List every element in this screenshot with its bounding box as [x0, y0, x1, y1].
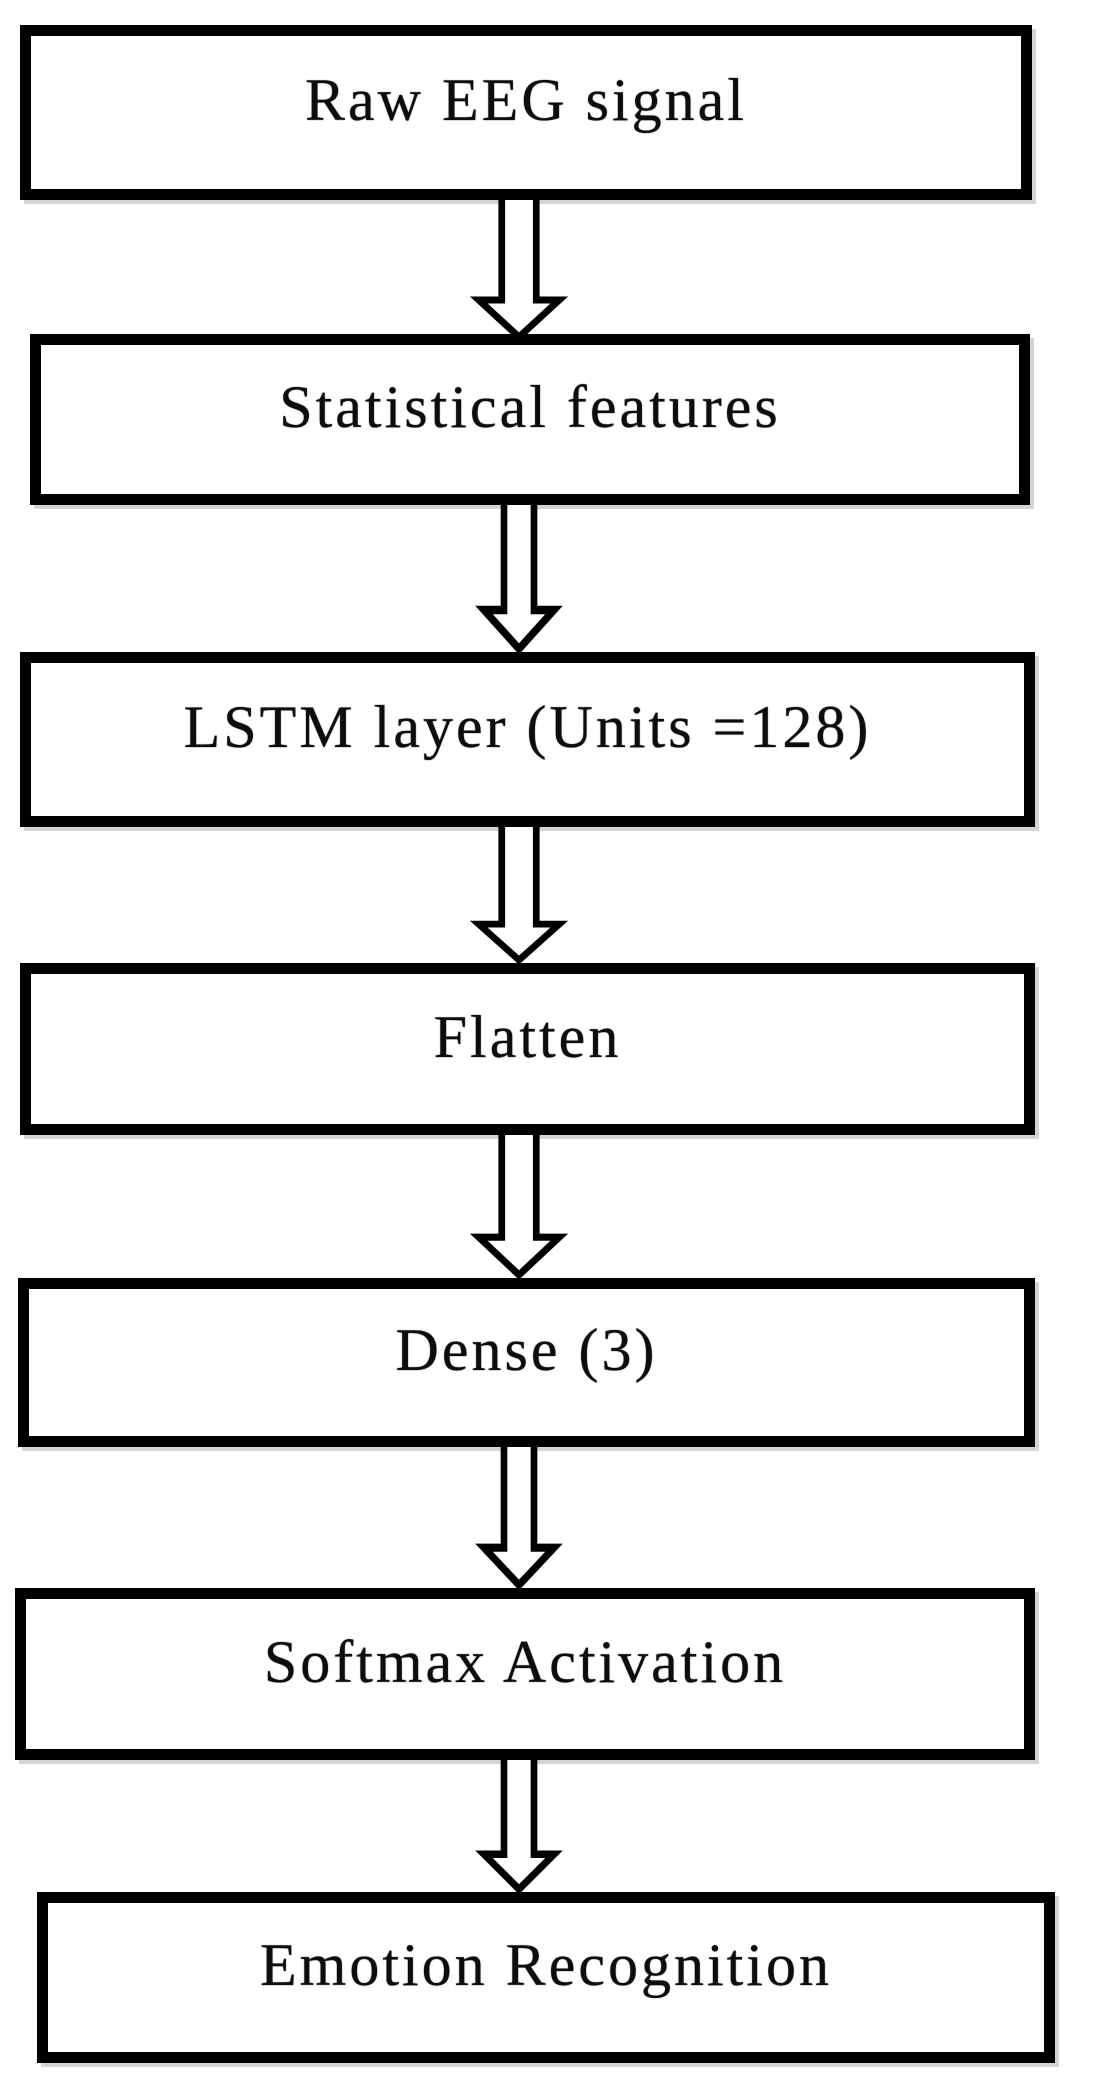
- flow-node-label: Raw EEG signal: [305, 67, 747, 133]
- flow-node-label: Dense (3): [395, 1317, 658, 1383]
- down-arrow-icon: [469, 1135, 569, 1280]
- down-arrow-icon: [475, 505, 563, 655]
- flow-node-lstm-layer: LSTM layer (Units =128): [20, 652, 1035, 827]
- flow-node-label: Flatten: [433, 1003, 622, 1070]
- down-arrow-icon: [475, 1760, 563, 1895]
- flow-node-statistical-features: Statistical features: [30, 334, 1030, 505]
- flow-node-flatten: Flatten: [20, 963, 1035, 1135]
- flow-node-dense-3: Dense (3): [18, 1278, 1035, 1447]
- flow-node-label: LSTM layer (Units =128): [183, 694, 872, 760]
- flow-node-label: Emotion Recognition: [260, 1932, 832, 1998]
- down-arrow-icon: [475, 1447, 563, 1591]
- flow-node-emotion-recognition: Emotion Recognition: [37, 1892, 1055, 2063]
- flow-node-softmax-activation: Softmax Activation: [15, 1588, 1035, 1760]
- down-arrow-icon: [469, 827, 569, 965]
- flow-node-label: Statistical features: [279, 374, 781, 440]
- down-arrow-icon: [469, 200, 569, 342]
- flow-node-raw-eeg-signal: Raw EEG signal: [20, 25, 1032, 200]
- flow-node-label: Softmax Activation: [263, 1628, 787, 1695]
